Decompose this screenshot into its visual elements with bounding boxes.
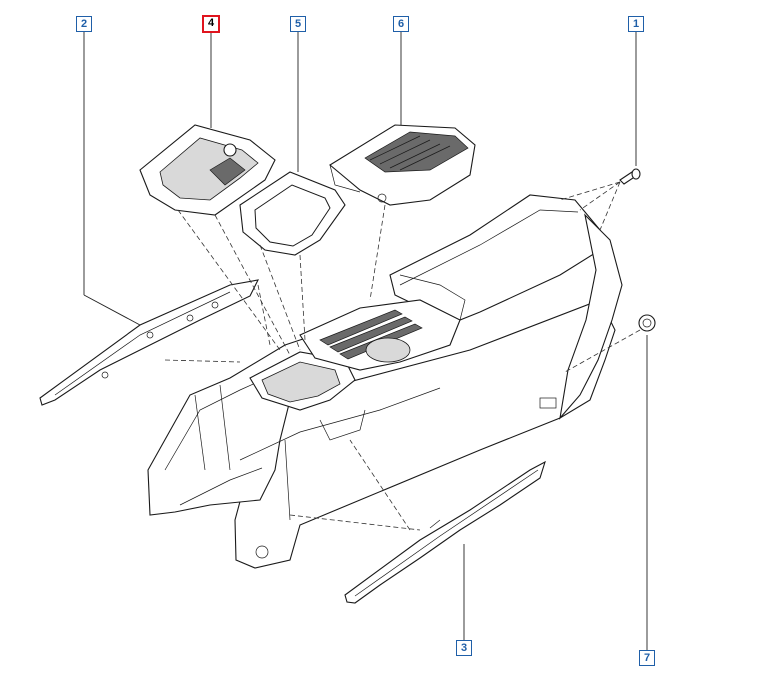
callout-3[interactable]: 3 xyxy=(456,640,472,656)
assembly-lines xyxy=(164,181,641,531)
callout-6[interactable]: 6 xyxy=(393,16,409,32)
callout-7[interactable]: 7 xyxy=(639,650,655,666)
part-6-storage-tray xyxy=(329,124,476,206)
part-3-right-trim xyxy=(344,460,546,604)
callout-2[interactable]: 2 xyxy=(76,16,92,32)
part-1-screw xyxy=(619,168,641,185)
callout-5[interactable]: 5 xyxy=(290,16,306,32)
part-7-clip xyxy=(638,314,656,332)
part-5-trim-ring xyxy=(239,171,346,256)
callout-4[interactable]: 4 xyxy=(202,15,220,33)
part-2-left-trim xyxy=(39,279,259,406)
center-console-body xyxy=(147,194,623,569)
leader-lines xyxy=(83,32,648,650)
callout-1[interactable]: 1 xyxy=(628,16,644,32)
part-4-shifter-bezel xyxy=(139,124,276,216)
